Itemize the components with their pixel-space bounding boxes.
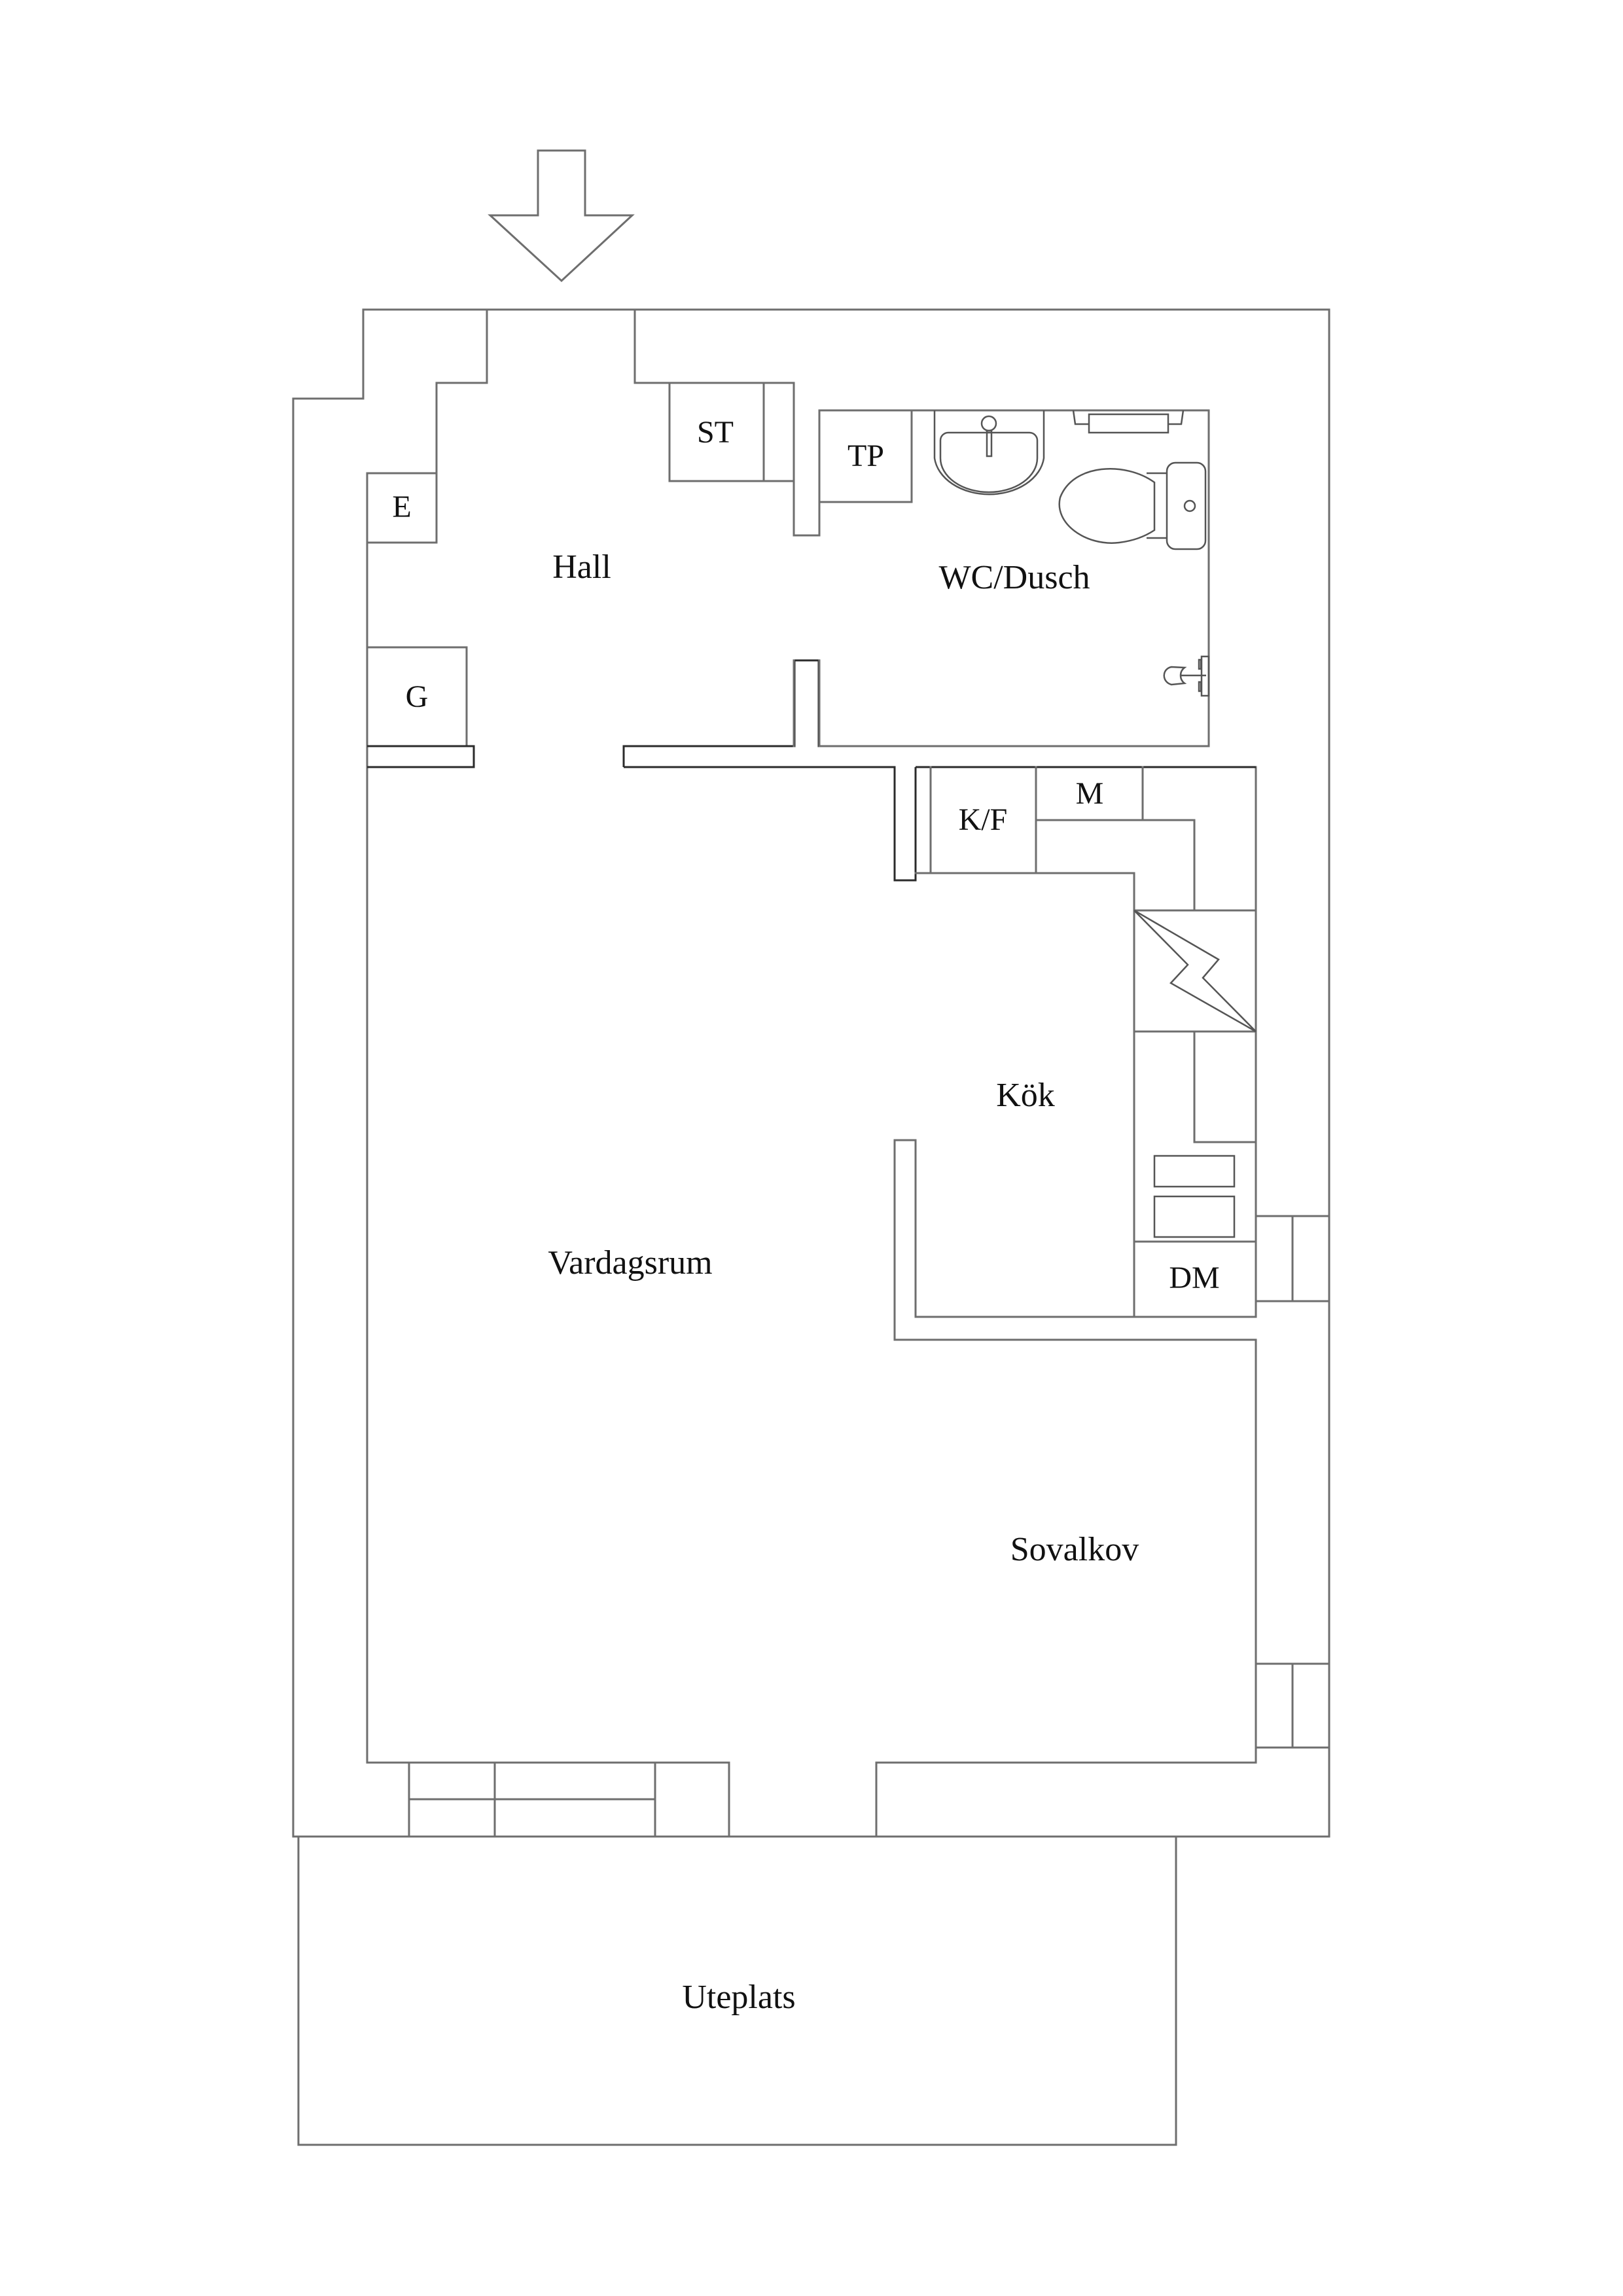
room-label-kok: Kök (996, 1077, 1055, 1114)
room-label-wc-dusch: WC/Dusch (938, 559, 1090, 596)
dm-label: DM (1169, 1261, 1219, 1295)
kitchen-partition-wall (893, 1139, 1257, 1665)
outer-wall (292, 308, 1330, 1838)
stove-icon (1133, 909, 1257, 1033)
st-label: ST (697, 415, 734, 450)
kitchen-cabinets: K/F M DM (914, 766, 1257, 1318)
e-cabinet: E (366, 472, 438, 544)
sink-icon (933, 410, 1045, 495)
toilet-icon (1058, 461, 1207, 550)
window-sovalkov (1255, 1662, 1330, 1764)
e-label: E (392, 490, 411, 524)
window-kitchen (1255, 1215, 1330, 1302)
bottom-wall (366, 1761, 1257, 1838)
m-label: M (1076, 776, 1104, 811)
towel-rail-icon (1072, 410, 1185, 434)
uteplats-area (297, 1835, 1177, 2146)
entrance-arrow-icon (488, 149, 635, 283)
hall-inner-wall (366, 308, 795, 1764)
room-label-hall: Hall (552, 548, 611, 586)
tp-label: TP (847, 439, 884, 473)
room-label-uteplats: Uteplats (682, 1979, 795, 2016)
st-cabinet: ST (668, 382, 795, 482)
wc-partition-wall (793, 382, 821, 747)
kf-label: K/F (959, 802, 1008, 837)
g-label: G (406, 679, 429, 714)
hall-living-wall (367, 659, 1209, 882)
room-label-sovalkov: Sovalkov (1010, 1531, 1139, 1568)
wc-room (818, 409, 1210, 747)
g-cabinet: G (366, 646, 468, 747)
kitchen-sink-icon (1153, 1155, 1236, 1238)
shower-icon (1163, 655, 1210, 697)
tp-cabinet: TP (818, 409, 913, 503)
room-label-vardagsrum: Vardagsrum (548, 1244, 712, 1282)
